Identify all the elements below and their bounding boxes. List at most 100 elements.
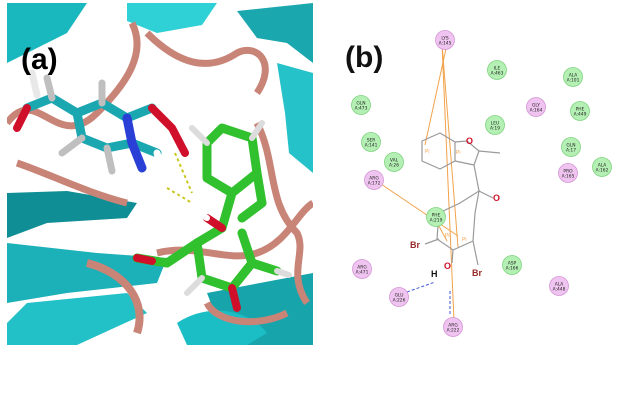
residue-bubble	[561, 137, 581, 157]
loop-coil	[144, 30, 269, 95]
pi-line	[424, 43, 448, 146]
carbonyl-bond	[473, 164, 480, 192]
pi-label: Pi	[445, 233, 449, 239]
residue-number: A:162	[596, 167, 609, 173]
residue-name: PHE	[432, 212, 441, 218]
pi-label: Pi	[462, 237, 466, 243]
bromine-atom: Br	[472, 268, 482, 278]
residue-number: A:473	[355, 105, 368, 111]
protein-ligand-3d-render	[7, 3, 313, 345]
residue-number: A:26	[389, 162, 399, 168]
residue-bubble	[563, 67, 583, 87]
residue-bubble	[389, 287, 409, 307]
residue-number: A:471	[356, 269, 369, 275]
residue-name: ALA	[598, 162, 607, 168]
residue-name: GLN	[356, 100, 365, 106]
residue-sticks	[13, 69, 189, 185]
residue-name: SER	[367, 137, 376, 143]
residue-number: A:463	[491, 70, 504, 76]
c-br-bond	[472, 240, 479, 266]
residue-name: ALA	[569, 72, 578, 78]
residue-name: LEU	[491, 120, 499, 126]
pi-label: Pi	[456, 150, 460, 156]
residue-name: ALA	[555, 281, 564, 287]
panel-a-label: (a)	[21, 43, 58, 76]
residue-bubble	[352, 259, 372, 279]
hbond-dash	[174, 152, 193, 194]
residue-name: ARG	[357, 264, 367, 270]
residue-bubble	[364, 170, 384, 190]
ribbon-sheet	[7, 243, 167, 303]
ribbon-helix	[127, 3, 217, 33]
residue-name: GLU	[395, 292, 404, 298]
residue-number: A:17	[566, 147, 576, 153]
residue-number: A:172	[368, 180, 381, 186]
loop-coil	[203, 301, 289, 326]
residue-number: A:164	[530, 107, 543, 113]
c-br-bond	[424, 238, 440, 245]
residue-bubble	[487, 60, 507, 80]
residue-bubble	[549, 276, 569, 296]
furan-oxygen: O	[466, 136, 473, 146]
bromophenol-ring	[436, 189, 480, 251]
residue-name: ARG	[448, 322, 458, 328]
ribbon-helix	[7, 3, 87, 63]
pi-line	[374, 179, 459, 237]
ribbon-helix	[237, 3, 313, 63]
residue-name: ILE	[494, 65, 501, 71]
ligand-skeleton	[421, 132, 501, 266]
residue-number: A:141	[365, 142, 378, 148]
residue-number: A:165	[562, 173, 575, 179]
panel-a-protein-3d-view: (a)	[7, 3, 313, 345]
residue-bubble	[384, 152, 404, 172]
residue-name: LYS	[441, 35, 449, 41]
residue-name: PRO	[563, 168, 573, 174]
hbond-dash	[166, 187, 193, 204]
loop-coil	[85, 259, 144, 335]
residue-name: GLY	[532, 102, 540, 108]
c-oh-bond	[451, 249, 454, 264]
ligand-sticks	[132, 120, 292, 312]
residue-number: A:222	[447, 327, 460, 333]
residue-number: A:166	[506, 265, 519, 271]
residue-number: A:101	[567, 77, 580, 83]
residue-bubble	[526, 97, 546, 117]
hydroxyl-oxygen: O	[444, 261, 451, 271]
bromine-atom: Br	[410, 240, 420, 250]
pi-interaction-lines	[374, 43, 459, 322]
residue-bubble	[502, 255, 522, 275]
hydroxyl-hydrogen: H	[431, 269, 438, 279]
residue-bubble	[443, 317, 463, 337]
pi-line	[441, 43, 455, 322]
residue-bubble	[361, 132, 381, 152]
residue-bubble	[351, 95, 371, 115]
ethyl-bond	[478, 150, 501, 154]
loop-coil	[15, 159, 128, 207]
residue-number: A:449	[574, 111, 587, 117]
residue-name: GLN	[566, 142, 575, 148]
residue-name: VAL	[390, 157, 399, 163]
residue-bubble	[435, 30, 455, 50]
panel-b-label: (b)	[345, 41, 384, 74]
residue-number: A:226	[393, 297, 406, 303]
ribbon-sheet	[7, 191, 137, 238]
c-o-bond	[478, 190, 494, 199]
residue-number: A:145	[439, 40, 452, 46]
loop-coil	[253, 121, 310, 305]
